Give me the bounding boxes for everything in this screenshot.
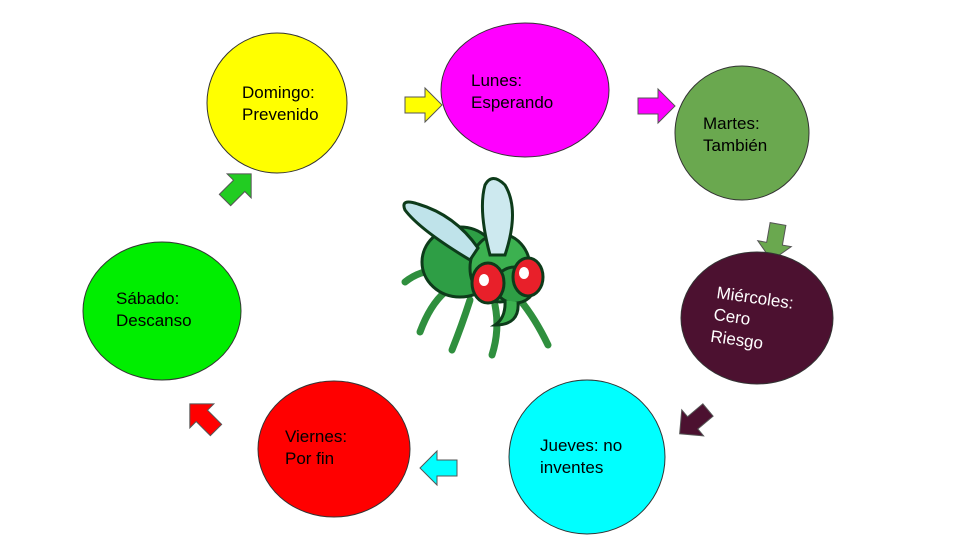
node-sabado: Sábado: Descanso [82, 241, 242, 381]
fly-right-eye-shine [519, 267, 529, 279]
arrow-martes-to-miercoles [756, 222, 793, 262]
node-circle-lunes [440, 22, 610, 158]
node-circle-miercoles [680, 251, 834, 385]
fly-left-eye-shine [479, 274, 489, 286]
node-label-line: Martes: [703, 114, 760, 133]
node-label-line: Esperando [471, 93, 553, 112]
arrow-sabado-to-domingo [218, 173, 252, 207]
node-label-line: Por fin [285, 449, 334, 468]
arrow-miercoles-to-jueves [679, 403, 714, 437]
node-label-line: Cero [712, 305, 751, 329]
fly-right-eye [511, 256, 545, 298]
node-jueves: Jueves: no inventes [508, 379, 666, 535]
arrows-layer [189, 86, 793, 487]
node-circle-domingo [206, 32, 348, 174]
node-circle-martes [674, 65, 810, 201]
node-lunes: Lunes: Esperando [440, 22, 610, 158]
node-label-line: Viernes: [285, 427, 347, 446]
arrow-jueves-to-viernes [419, 449, 458, 487]
node-circle-viernes [257, 380, 411, 518]
node-label-sabado: Sábado: Descanso [116, 289, 192, 330]
arrow-lunes-to-martes [637, 87, 676, 125]
fly-left-wing [402, 200, 480, 263]
fly-proboscis [489, 299, 520, 327]
node-miercoles: Miércoles:CeroRiesgo [680, 251, 834, 385]
node-label-jueves: Jueves: no inventes [540, 436, 622, 477]
node-circle-jueves [508, 379, 666, 535]
node-label-line: Lunes: [471, 71, 522, 90]
node-label-line: inventes [540, 458, 603, 477]
node-label-line: Domingo: [242, 83, 315, 102]
fly-right-wing [480, 177, 514, 257]
node-domingo: Domingo: Prevenido [206, 32, 348, 174]
node-label-domingo: Domingo: Prevenido [242, 83, 319, 124]
node-label-line: También [703, 136, 767, 155]
node-label-martes: Martes: También [703, 114, 767, 155]
node-label-miercoles: Miércoles:CeroRiesgo [709, 283, 794, 356]
node-label-viernes: Viernes: Por fin [285, 427, 347, 468]
arrow-viernes-to-sabado [189, 403, 223, 437]
node-label-line: Sábado: [116, 289, 179, 308]
node-label-line: Prevenido [242, 105, 319, 124]
node-label-line: Descanso [116, 311, 192, 330]
arrow-domingo-to-lunes [404, 86, 443, 124]
fly-illustration [401, 177, 552, 359]
node-circle-sabado [82, 241, 242, 381]
node-viernes: Viernes: Por fin [257, 380, 411, 518]
node-label-line: Jueves: no [540, 436, 622, 455]
node-label-lunes: Lunes: Esperando [471, 71, 553, 112]
node-martes: Martes: También [674, 65, 810, 201]
